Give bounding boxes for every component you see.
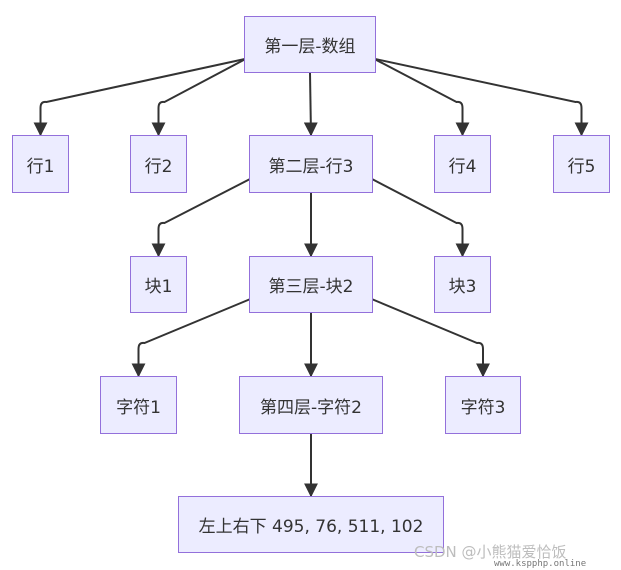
edge-root-to-row1 xyxy=(33,57,247,137)
node-row3: 第二层-行3 xyxy=(249,135,373,193)
node-block3: 块3 xyxy=(434,256,491,313)
node-row2: 行2 xyxy=(130,135,187,193)
edge-root-to-row2 xyxy=(151,57,247,137)
node-block1: 块1 xyxy=(130,256,187,313)
node-row4: 行4 xyxy=(434,135,491,193)
edge-row3-to-block3 xyxy=(370,177,470,258)
edge-root-to-row3 xyxy=(303,72,318,137)
node-char3: 字符3 xyxy=(445,376,521,434)
edge-row3-to-block1 xyxy=(151,177,252,258)
edge-root-to-row4 xyxy=(373,57,470,137)
watermark-url: www.kspphp.online xyxy=(494,559,587,569)
node-char2: 第四层-字符2 xyxy=(239,376,383,434)
node-char1: 字符1 xyxy=(100,376,177,434)
node-row5: 行5 xyxy=(553,135,610,193)
edge-block2-to-char3 xyxy=(370,297,490,378)
edge-block2-to-char1 xyxy=(131,297,252,378)
watermark-text: CSDN @小熊猫爱恰饭 xyxy=(414,543,567,561)
node-block2: 第三层-块2 xyxy=(249,256,373,313)
edge-root-to-row5 xyxy=(373,57,589,137)
node-coords: 左上右下 495, 76, 511, 102 xyxy=(178,496,444,553)
node-row1: 行1 xyxy=(12,135,69,193)
node-root: 第一层-数组 xyxy=(244,16,376,73)
